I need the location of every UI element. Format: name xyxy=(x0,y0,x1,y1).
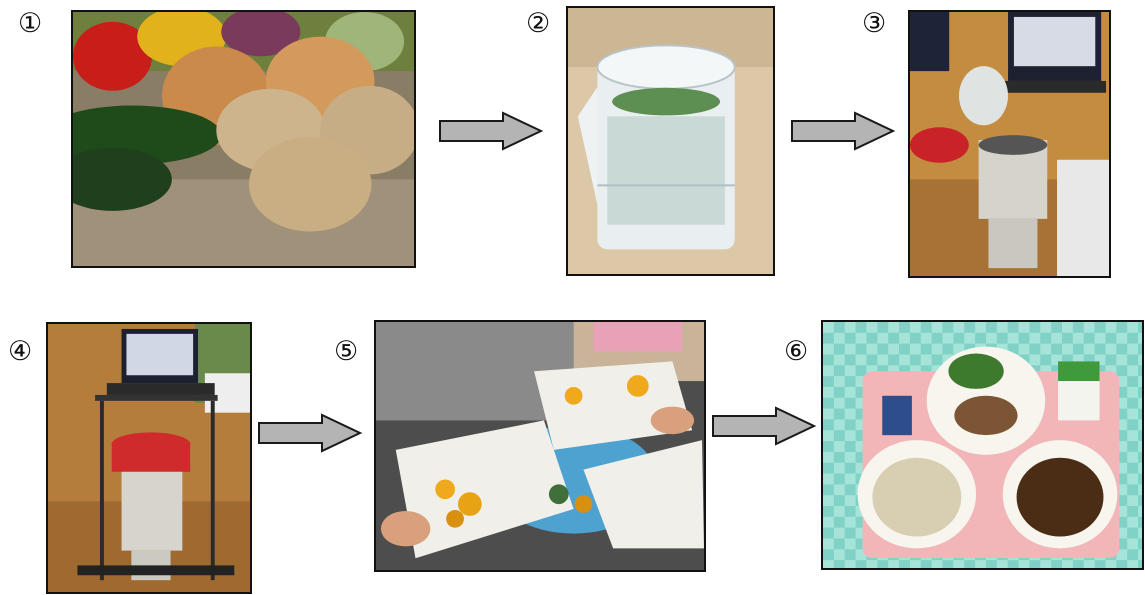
arrow-2-to-3 xyxy=(789,110,897,152)
step-1-photo-vegetables xyxy=(71,10,416,268)
arrow-1-to-2 xyxy=(437,110,545,152)
step-6-photo-lunch-tray xyxy=(821,320,1144,570)
step-3-photo-loading-analyzer xyxy=(908,10,1111,278)
step-1-number: ① xyxy=(18,10,42,37)
step-2-number: ② xyxy=(526,10,550,37)
step-4-number: ④ xyxy=(8,338,32,365)
step-5-photo-chopping-pumpkin xyxy=(374,320,706,572)
step-2-photo-bagged-bucket xyxy=(566,6,775,276)
step-3-number: ③ xyxy=(862,10,886,37)
step-4-photo-analyzer-with-laptop xyxy=(46,322,252,594)
step-6-number: ⑥ xyxy=(784,338,808,365)
arrow-4-to-5 xyxy=(256,412,364,454)
arrow-5-to-6 xyxy=(710,405,818,447)
step-5-number: ⑤ xyxy=(334,338,358,365)
